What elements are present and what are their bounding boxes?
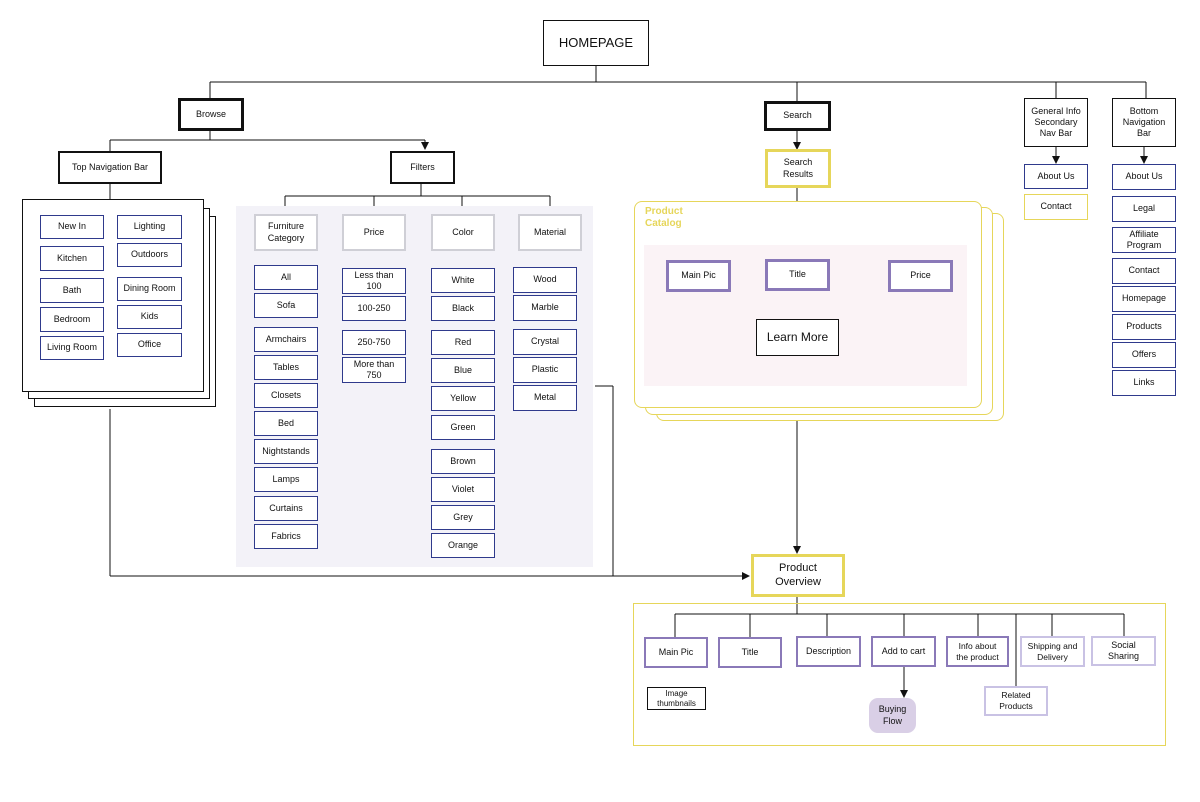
catalog-title: Title	[765, 259, 830, 291]
color-item: Violet	[431, 477, 495, 502]
price-header: Price	[342, 214, 406, 251]
product-catalog-title: Product Catalog	[645, 206, 683, 229]
material-item: Wood	[513, 267, 577, 293]
furniture-item: Fabrics	[254, 524, 318, 549]
color-item: Brown	[431, 449, 495, 474]
catalog-main-pic: Main Pic	[666, 260, 731, 292]
top-nav-item: Living Room	[40, 336, 104, 360]
furniture-item: Bed	[254, 411, 318, 436]
bottom-nav-item: Homepage	[1112, 286, 1176, 312]
bottom-nav-item: Offers	[1112, 342, 1176, 368]
furniture-category-header: Furniture Category	[254, 214, 318, 251]
material-item: Plastic	[513, 357, 577, 383]
buying-flow-node: Buying Flow	[869, 698, 916, 733]
color-item: Orange	[431, 533, 495, 558]
product-overview-panel	[633, 603, 1166, 746]
price-item: 100-250	[342, 296, 406, 321]
overview-main-pic: Main Pic	[644, 637, 708, 668]
overview-description: Description	[796, 636, 861, 667]
general-info-node: General Info Secondary Nav Bar	[1024, 98, 1088, 147]
top-nav-item: Bedroom	[40, 307, 104, 332]
top-nav-item: Lighting	[117, 215, 182, 239]
learn-more-node: Learn More	[756, 319, 839, 356]
bottom-nav-item: Affiliate Program	[1112, 227, 1176, 253]
top-nav-item: Bath	[40, 278, 104, 303]
overview-shipping-delivery: Shipping and Delivery	[1020, 636, 1085, 667]
browse-node: Browse	[178, 98, 244, 131]
color-item: Black	[431, 296, 495, 321]
homepage-node: HOMEPAGE	[543, 20, 649, 66]
general-info-item: Contact	[1024, 194, 1088, 220]
top-nav-item: New In	[40, 215, 104, 239]
overview-social-sharing: Social Sharing	[1091, 636, 1156, 666]
color-item: Yellow	[431, 386, 495, 411]
top-nav-item: Outdoors	[117, 243, 182, 267]
color-item: Red	[431, 330, 495, 355]
furniture-item: Armchairs	[254, 327, 318, 352]
furniture-item: All	[254, 265, 318, 290]
general-info-item: About Us	[1024, 164, 1088, 189]
overview-info-about-product: Info about the product	[946, 636, 1009, 667]
top-nav-item: Dining Room	[117, 277, 182, 301]
price-item: 250-750	[342, 330, 406, 355]
material-item: Crystal	[513, 329, 577, 355]
product-overview-node: Product Overview	[751, 554, 845, 597]
top-navigation-bar-node: Top Navigation Bar	[58, 151, 162, 184]
furniture-item: Closets	[254, 383, 318, 408]
catalog-price: Price	[888, 260, 953, 292]
bottom-nav-item: Products	[1112, 314, 1176, 340]
top-nav-item: Kids	[117, 305, 182, 329]
bottom-nav-item: Contact	[1112, 258, 1176, 284]
price-item: More than 750	[342, 357, 406, 383]
image-thumbnails-node: Image thumbnails	[647, 687, 706, 710]
color-header: Color	[431, 214, 495, 251]
furniture-item: Tables	[254, 355, 318, 380]
filters-node: Filters	[390, 151, 455, 184]
search-results-node: Search Results	[765, 149, 831, 188]
top-nav-item: Office	[117, 333, 182, 357]
overview-related-products: Related Products	[984, 686, 1048, 716]
furniture-item: Nightstands	[254, 439, 318, 464]
overview-add-to-cart: Add to cart	[871, 636, 936, 667]
bottom-nav-item: Legal	[1112, 196, 1176, 222]
furniture-item: Sofa	[254, 293, 318, 318]
bottom-nav-item: About Us	[1112, 164, 1176, 190]
color-item: Green	[431, 415, 495, 440]
color-item: White	[431, 268, 495, 293]
material-item: Marble	[513, 295, 577, 321]
bottom-nav-item: Links	[1112, 370, 1176, 396]
overview-title: Title	[718, 637, 782, 668]
bottom-nav-node: Bottom Navigation Bar	[1112, 98, 1176, 147]
furniture-item: Curtains	[254, 496, 318, 521]
search-node: Search	[764, 101, 831, 131]
price-item: Less than 100	[342, 268, 406, 294]
material-item: Metal	[513, 385, 577, 411]
color-item: Grey	[431, 505, 495, 530]
color-item: Blue	[431, 358, 495, 383]
top-nav-item: Kitchen	[40, 246, 104, 271]
furniture-item: Lamps	[254, 467, 318, 492]
material-header: Material	[518, 214, 582, 251]
